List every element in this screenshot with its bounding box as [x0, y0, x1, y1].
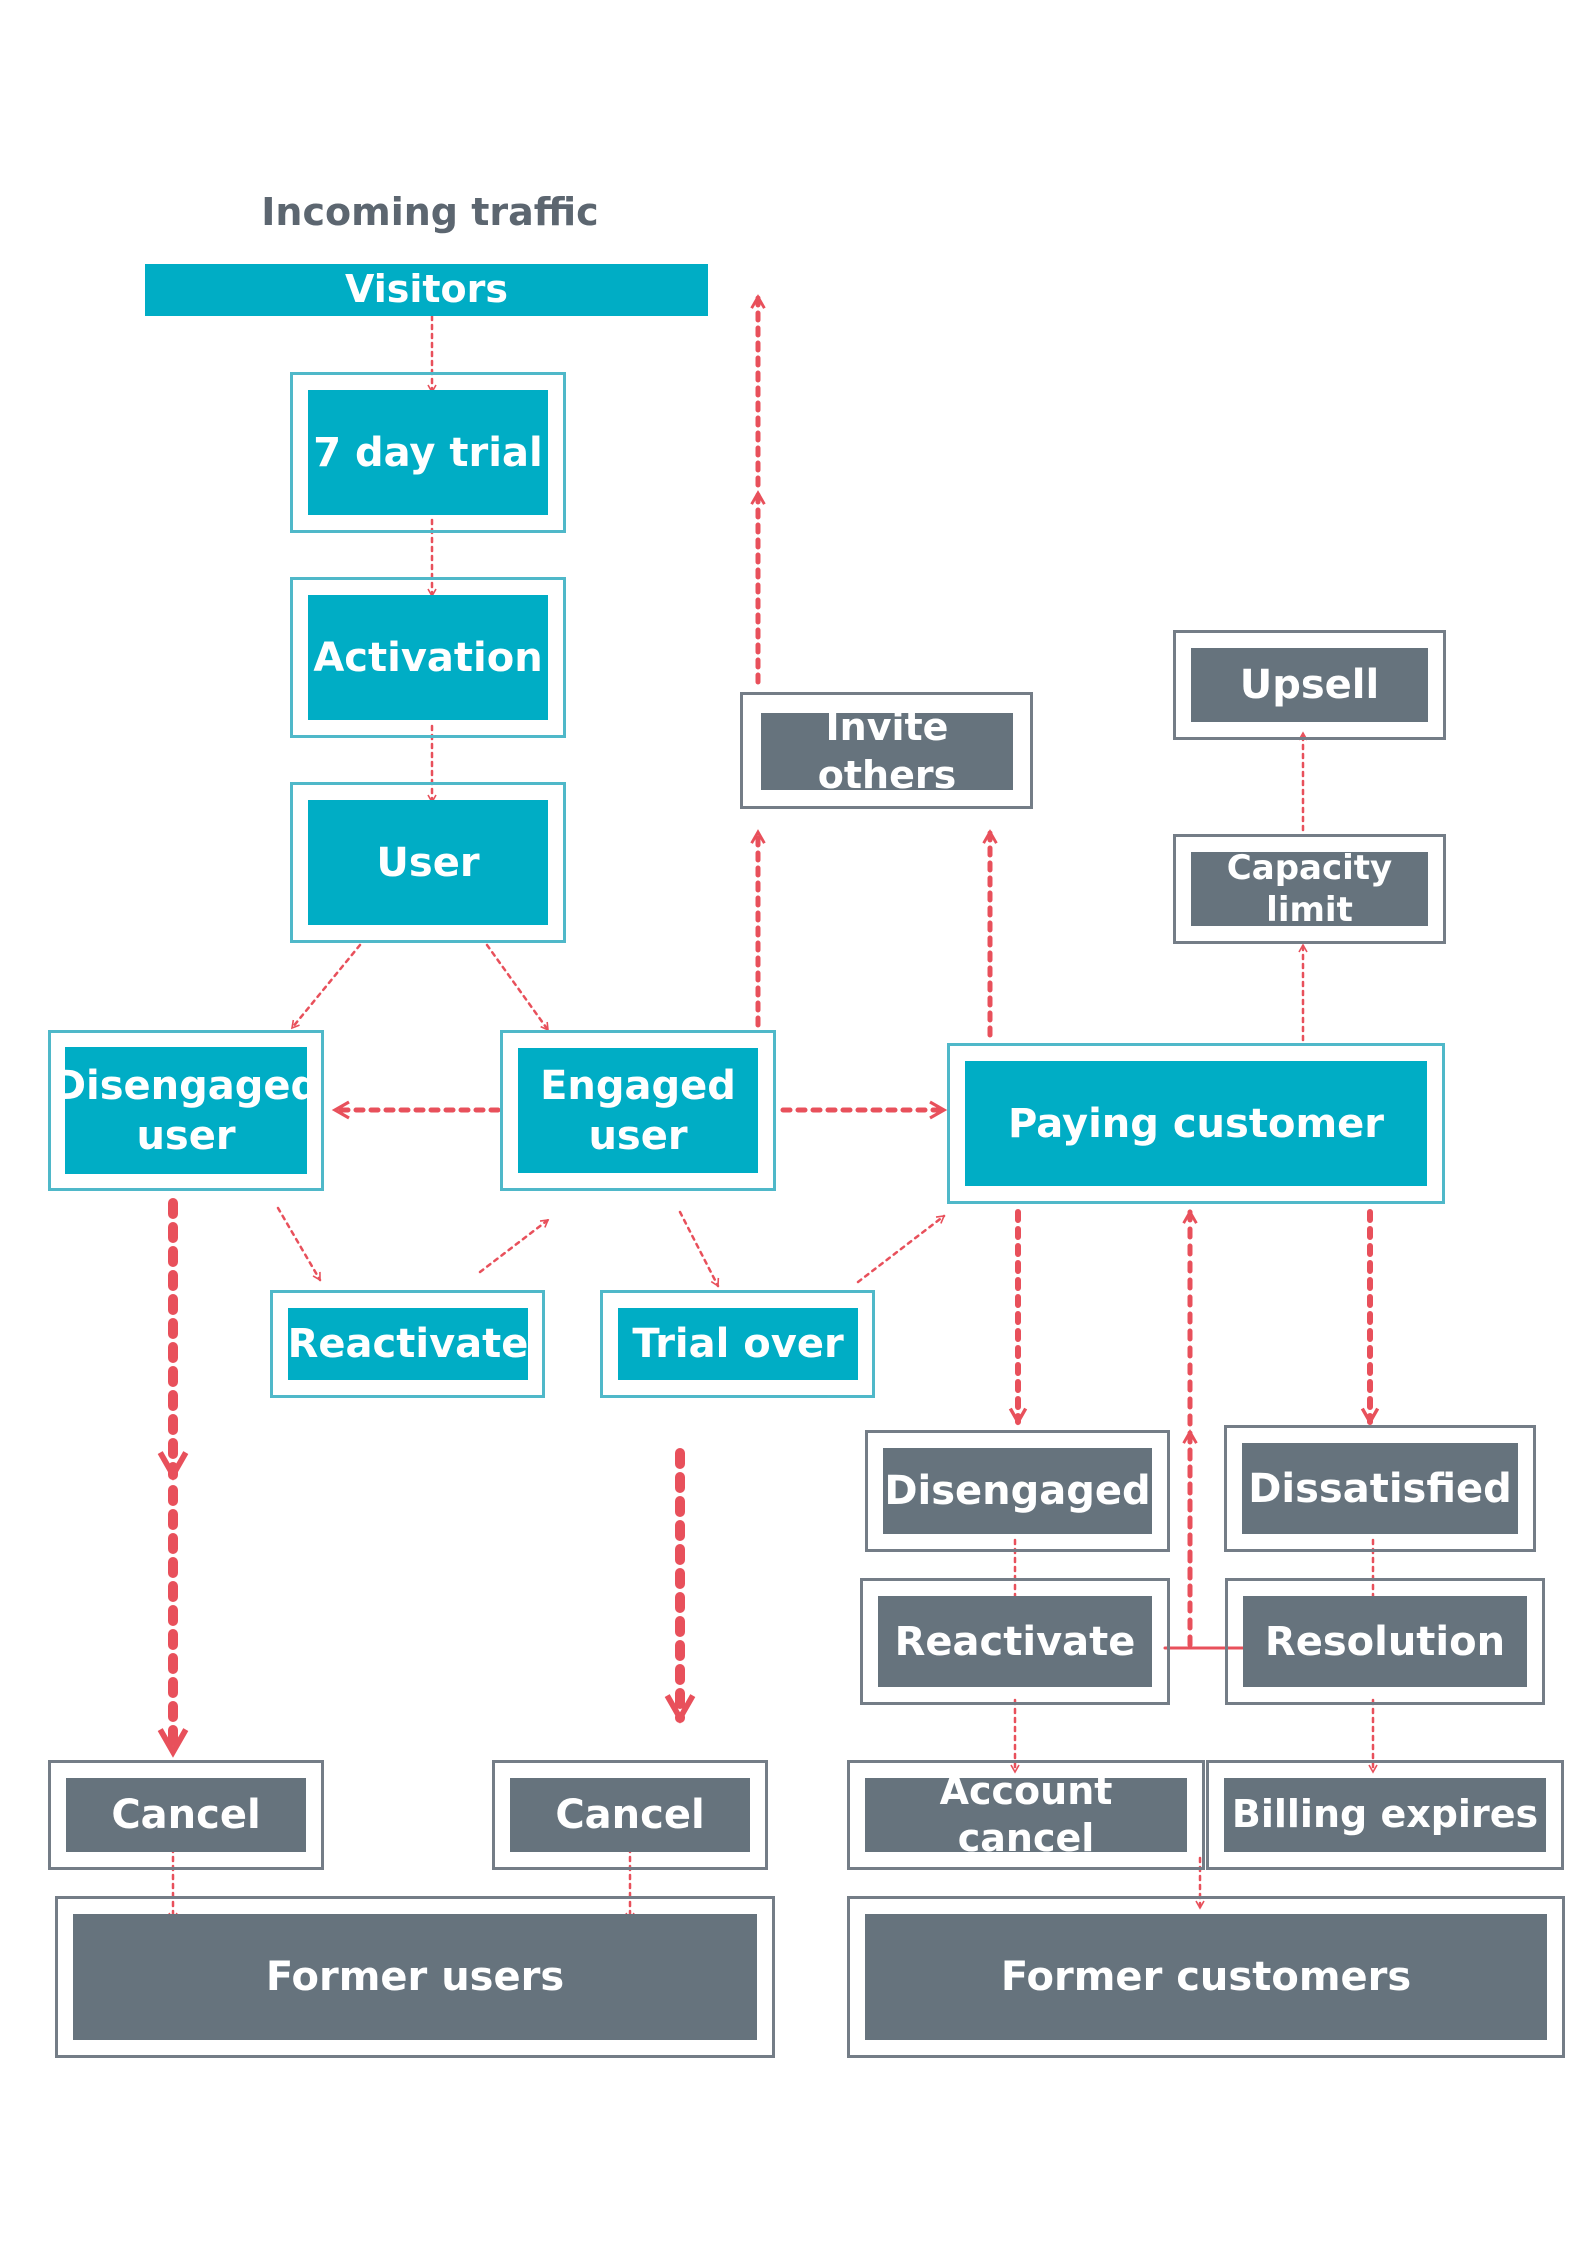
disengaged-customer-label: Disengaged	[883, 1448, 1152, 1534]
arrow-trial-over-to-paying	[856, 1214, 946, 1284]
account-cancel-node: Account cancel	[847, 1760, 1205, 1870]
user-label: User	[308, 800, 548, 925]
resolution-node: Resolution	[1225, 1578, 1545, 1705]
engaged-user-label: Engaged user	[518, 1048, 758, 1173]
account-cancel-label: Account cancel	[865, 1769, 1187, 1860]
paying-customer-label: Paying customer	[965, 1061, 1427, 1186]
reactivate-user-label: Reactivate	[288, 1308, 528, 1380]
former-users-label: Former users	[73, 1914, 757, 2040]
upsell-node: Upsell	[1173, 630, 1446, 740]
incoming-traffic-heading: Incoming traffic	[261, 190, 599, 234]
user-node: User	[290, 782, 566, 943]
arrow-engaged-to-trial-over	[678, 1210, 720, 1288]
disengaged-user-label: Disengaged user	[53, 1047, 319, 1174]
arrow-user-to-disengaged	[290, 943, 362, 1030]
trial-node: 7 day trial	[290, 372, 566, 533]
engaged-user-node: Engaged user	[500, 1030, 776, 1191]
paying-customer-node: Paying customer	[947, 1043, 1445, 1204]
billing-expires-node: Billing expires	[1206, 1760, 1564, 1870]
activation-node: Activation	[290, 577, 566, 738]
trial-label: 7 day trial	[308, 390, 548, 515]
visitors-bar: Visitors	[145, 264, 708, 316]
invite-others-node: Invite others	[740, 692, 1033, 809]
reactivate-customer-node: Reactivate	[860, 1578, 1170, 1705]
billing-expires-label: Billing expires	[1224, 1778, 1546, 1852]
trial-over-label: Trial over	[618, 1308, 858, 1380]
upsell-label: Upsell	[1191, 648, 1428, 722]
cancel-left-node: Cancel	[48, 1760, 324, 1870]
resolution-label: Resolution	[1243, 1596, 1527, 1687]
reactivate-user-node: Reactivate	[270, 1290, 545, 1398]
dissatisfied-node: Dissatisfied	[1224, 1425, 1536, 1552]
capacity-limit-node: Capacity limit	[1173, 834, 1446, 944]
disengaged-customer-node: Disengaged	[865, 1430, 1170, 1552]
cancel-left-label: Cancel	[66, 1778, 306, 1852]
former-customers-node: Former customers	[847, 1896, 1565, 2058]
disengaged-user-node: Disengaged user	[48, 1030, 324, 1191]
activation-label: Activation	[308, 595, 548, 720]
invite-others-label: Invite others	[761, 705, 1013, 797]
former-customers-label: Former customers	[865, 1914, 1547, 2040]
arrow-user-to-engaged	[485, 943, 550, 1032]
capacity-limit-label: Capacity limit	[1191, 848, 1428, 930]
trial-over-node: Trial over	[600, 1290, 875, 1398]
cancel-mid-node: Cancel	[492, 1760, 768, 1870]
reactivate-customer-label: Reactivate	[878, 1596, 1152, 1687]
arrow-disengaged-to-reactivate	[276, 1206, 322, 1282]
dissatisfied-label: Dissatisfied	[1242, 1443, 1518, 1534]
arrow-reactivate-to-engaged	[478, 1218, 550, 1274]
former-users-node: Former users	[55, 1896, 775, 2058]
cancel-mid-label: Cancel	[510, 1778, 750, 1852]
